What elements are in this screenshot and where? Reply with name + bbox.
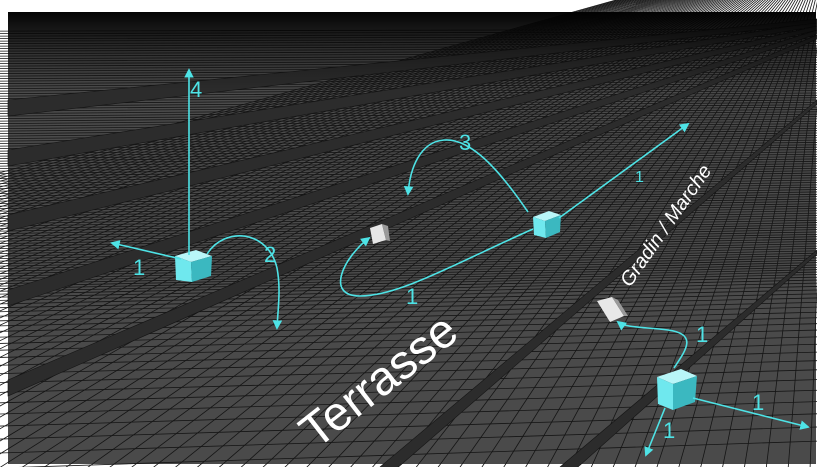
label-c-right: 1 — [752, 390, 764, 415]
cube-c-icon — [657, 369, 697, 410]
grid-line — [0, 250, 817, 267]
grid-line — [0, 360, 817, 384]
arrow-c-down — [644, 407, 666, 457]
grid-line — [0, 266, 817, 285]
marker-block-middle — [370, 224, 390, 244]
arrow-a-hop — [206, 235, 283, 330]
label-a-up: 4 — [190, 77, 202, 102]
grid-line — [0, 269, 817, 287]
grid-line — [0, 286, 817, 305]
grid-line — [0, 306, 817, 327]
label-c-up: 1 — [696, 322, 708, 347]
arrow-b-ray — [558, 122, 690, 219]
marker-block-step — [597, 297, 628, 322]
grid-line — [0, 198, 817, 212]
grid-line — [787, 98, 817, 467]
grid-line — [0, 262, 817, 280]
grid-line — [0, 172, 817, 185]
step-riser — [379, 99, 817, 467]
arrow-b-hop — [403, 139, 529, 213]
grid-line — [0, 224, 817, 240]
arrow-a-left — [110, 240, 182, 260]
grid-line — [0, 297, 817, 317]
grid-line — [0, 170, 817, 182]
grid-line — [0, 274, 817, 292]
grid-line — [0, 289, 817, 309]
grid-line — [0, 255, 817, 272]
grid-line — [0, 279, 817, 298]
grid-line — [0, 193, 817, 207]
label-c-down: 1 — [663, 418, 675, 443]
grid-line — [0, 175, 817, 187]
arrow-c-up — [616, 320, 688, 369]
horizon-fog — [8, 12, 816, 172]
grid-line — [0, 271, 817, 290]
cube-b-icon — [533, 211, 561, 238]
grid-line — [0, 301, 817, 322]
grid-line — [0, 233, 817, 250]
grid-line — [0, 222, 817, 237]
grid-line — [0, 196, 817, 210]
cube-a-icon — [175, 250, 212, 282]
grid-line — [0, 282, 817, 301]
arrow-b-loop — [339, 228, 534, 297]
grid-line — [0, 413, 817, 440]
grid-line — [0, 323, 817, 344]
grid-line — [809, 273, 817, 467]
grid-line — [0, 231, 817, 247]
grid-line — [0, 426, 817, 454]
grid-line — [0, 191, 817, 205]
grid-line — [0, 229, 817, 245]
label-a-hop: 2 — [264, 242, 276, 267]
step-riser — [559, 249, 817, 467]
label-b-ray: 1 — [635, 169, 644, 186]
grid-line — [0, 336, 817, 358]
arrow-c-right — [692, 397, 810, 430]
grid-line — [0, 200, 817, 215]
grid-line — [0, 293, 817, 313]
grid-line — [765, 44, 817, 467]
grid-line — [0, 252, 817, 270]
grid-line — [0, 257, 817, 275]
label-b-hop: 3 — [459, 130, 471, 155]
grid-line — [0, 226, 817, 242]
label-a-left: 1 — [133, 255, 145, 280]
grid-line — [0, 343, 817, 366]
grid-line — [0, 259, 817, 277]
label-b-loop: 1 — [406, 284, 418, 309]
grid-line — [0, 264, 817, 282]
